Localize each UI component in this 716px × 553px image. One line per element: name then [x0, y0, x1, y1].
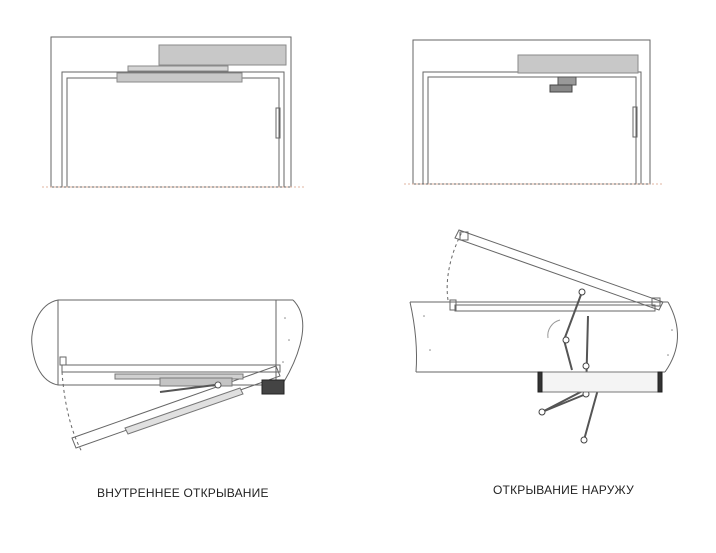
caption-inward-opening: ВНУТРЕННЕЕ ОТКРЫВАНИЕ: [97, 486, 269, 500]
wall-outline: [412, 39, 651, 185]
door-frame: [61, 71, 285, 187]
closer-open: [124, 387, 244, 435]
closer-arm-upper: [562, 291, 583, 371]
door-closed: [454, 304, 656, 312]
pivot-2: [562, 336, 570, 344]
door-swing-arc: [446, 231, 463, 301]
door-hinge: [275, 107, 281, 139]
door-open-stop: [459, 231, 469, 241]
door-hinge: [632, 106, 638, 138]
plan-view-outward: [409, 229, 678, 444]
door-stop: [59, 356, 67, 366]
closer-body: [517, 54, 639, 74]
frame-profile: [261, 379, 285, 395]
caption-outward-opening: ОТКРЫВАНИЕ НАРУЖУ: [493, 483, 634, 497]
wall-end-cap: [31, 299, 59, 386]
front-view-inward: [42, 36, 305, 188]
closer-end-left: [537, 371, 543, 393]
wall-break-line: [281, 299, 304, 386]
door-leaf: [427, 76, 637, 184]
closer-bracket: [116, 72, 243, 83]
angle-sector: [547, 319, 561, 339]
closer-body: [539, 371, 661, 393]
pivot-1: [578, 288, 586, 296]
closer-bracket: [557, 76, 577, 86]
wall-break-left: [409, 301, 418, 373]
closer-pivot: [214, 381, 222, 389]
front-view-outward: [404, 39, 662, 185]
pivot-5: [538, 408, 546, 416]
pivot-3: [582, 362, 590, 370]
closer-arm-mount: [549, 84, 573, 93]
hinge-point: [651, 297, 661, 307]
door-swing-arc: [61, 371, 83, 453]
door-stop: [449, 299, 457, 311]
door-open: [454, 229, 664, 311]
plan-view-inward: [31, 299, 304, 453]
door-open: [71, 365, 281, 449]
wall-break-right: [664, 301, 678, 373]
door-leaf: [66, 77, 280, 187]
closer-arm: [127, 65, 229, 72]
pivot-7: [580, 436, 588, 444]
closer-end-right: [657, 371, 663, 393]
door-frame: [422, 71, 642, 184]
closer-body: [158, 44, 287, 66]
closer-arm-closed: [159, 377, 233, 387]
closer-link: [159, 384, 216, 393]
door-closed: [61, 364, 281, 373]
